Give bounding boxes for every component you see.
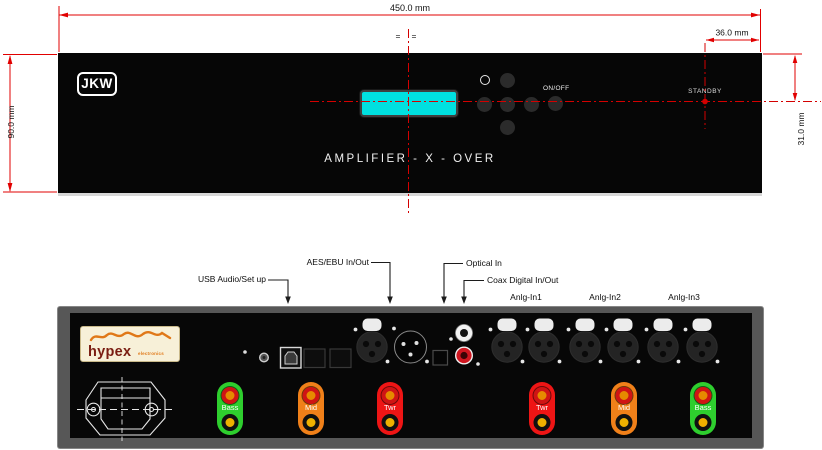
speaker-terminal-mid-left: Mid <box>298 382 324 435</box>
terminal-label: Twr <box>383 402 397 412</box>
front-panel <box>58 53 762 193</box>
nav-center-button[interactable] <box>499 96 515 112</box>
callout-leaders <box>268 261 484 298</box>
onoff-label: ON/OFF <box>543 85 570 92</box>
speaker-terminal-twr-right: Twr <box>529 382 555 435</box>
model-label: AMPLIFIER - X - OVER <box>324 153 496 165</box>
dim-width-label: 450.0 mm <box>390 3 430 13</box>
binding-post-red[interactable] <box>694 387 712 404</box>
equal-spacing-mark: = <box>396 33 401 42</box>
equal-spacing-mark: = <box>412 33 417 42</box>
binding-post-black[interactable] <box>533 414 551 431</box>
dim-height-label: 90.0 mm <box>6 105 16 138</box>
callout-arrowheads <box>285 296 467 304</box>
terminal-label: Bass <box>221 402 239 412</box>
hypex-brand-text: hypex <box>88 344 132 360</box>
nav-down-button[interactable] <box>499 119 515 135</box>
terminal-label: Bass <box>694 402 712 412</box>
terminal-label: Twr <box>535 402 549 412</box>
hypex-waveform-icon <box>89 330 172 342</box>
front-display <box>360 90 458 117</box>
binding-post-red[interactable] <box>302 387 320 404</box>
label-anlg-in2: Anlg-In2 <box>589 292 621 302</box>
terminal-label: Mid <box>304 402 318 412</box>
hypex-brand-subtext: electronics <box>138 351 164 356</box>
terminal-label: Mid <box>617 402 631 412</box>
speaker-terminal-twr-left: Twr <box>377 382 403 435</box>
binding-post-black[interactable] <box>302 414 320 431</box>
callout-coax-digital: Coax Digital In/Out <box>487 275 559 285</box>
binding-post-red[interactable] <box>381 387 399 404</box>
standby-label: STANDBY <box>688 88 722 95</box>
dim-standby-y-label: 31.0 mm <box>796 112 806 145</box>
dim-standby-x-label: 36.0 mm <box>715 28 748 38</box>
binding-post-black[interactable] <box>221 414 239 431</box>
binding-post-red[interactable] <box>615 387 633 404</box>
label-anlg-in1: Anlg-In1 <box>510 292 542 302</box>
speaker-terminal-mid-right: Mid <box>611 382 637 435</box>
binding-post-black[interactable] <box>615 414 633 431</box>
hypex-logo: hypex electronics <box>80 326 180 362</box>
onoff-button[interactable] <box>547 95 563 111</box>
callout-usb-audio: USB Audio/Set up <box>197 274 266 284</box>
jkw-logo: JKW <box>77 72 117 96</box>
callout-aes-ebu: AES/EBU In/Out <box>306 257 369 267</box>
binding-post-red[interactable] <box>533 387 551 404</box>
front-panel-bottom-edge <box>58 193 762 196</box>
speaker-terminal-bass-right: Bass <box>690 382 716 435</box>
binding-post-black[interactable] <box>694 414 712 431</box>
nav-up-button[interactable] <box>499 72 515 88</box>
nav-right-button[interactable] <box>523 96 539 112</box>
callout-optical-in: Optical In <box>466 258 502 268</box>
power-led-ring <box>480 75 490 85</box>
binding-post-red[interactable] <box>221 387 239 404</box>
label-anlg-in3: Anlg-In3 <box>668 292 700 302</box>
speaker-terminal-bass-left: Bass <box>217 382 243 435</box>
binding-post-black[interactable] <box>381 414 399 431</box>
nav-left-button[interactable] <box>476 96 492 112</box>
